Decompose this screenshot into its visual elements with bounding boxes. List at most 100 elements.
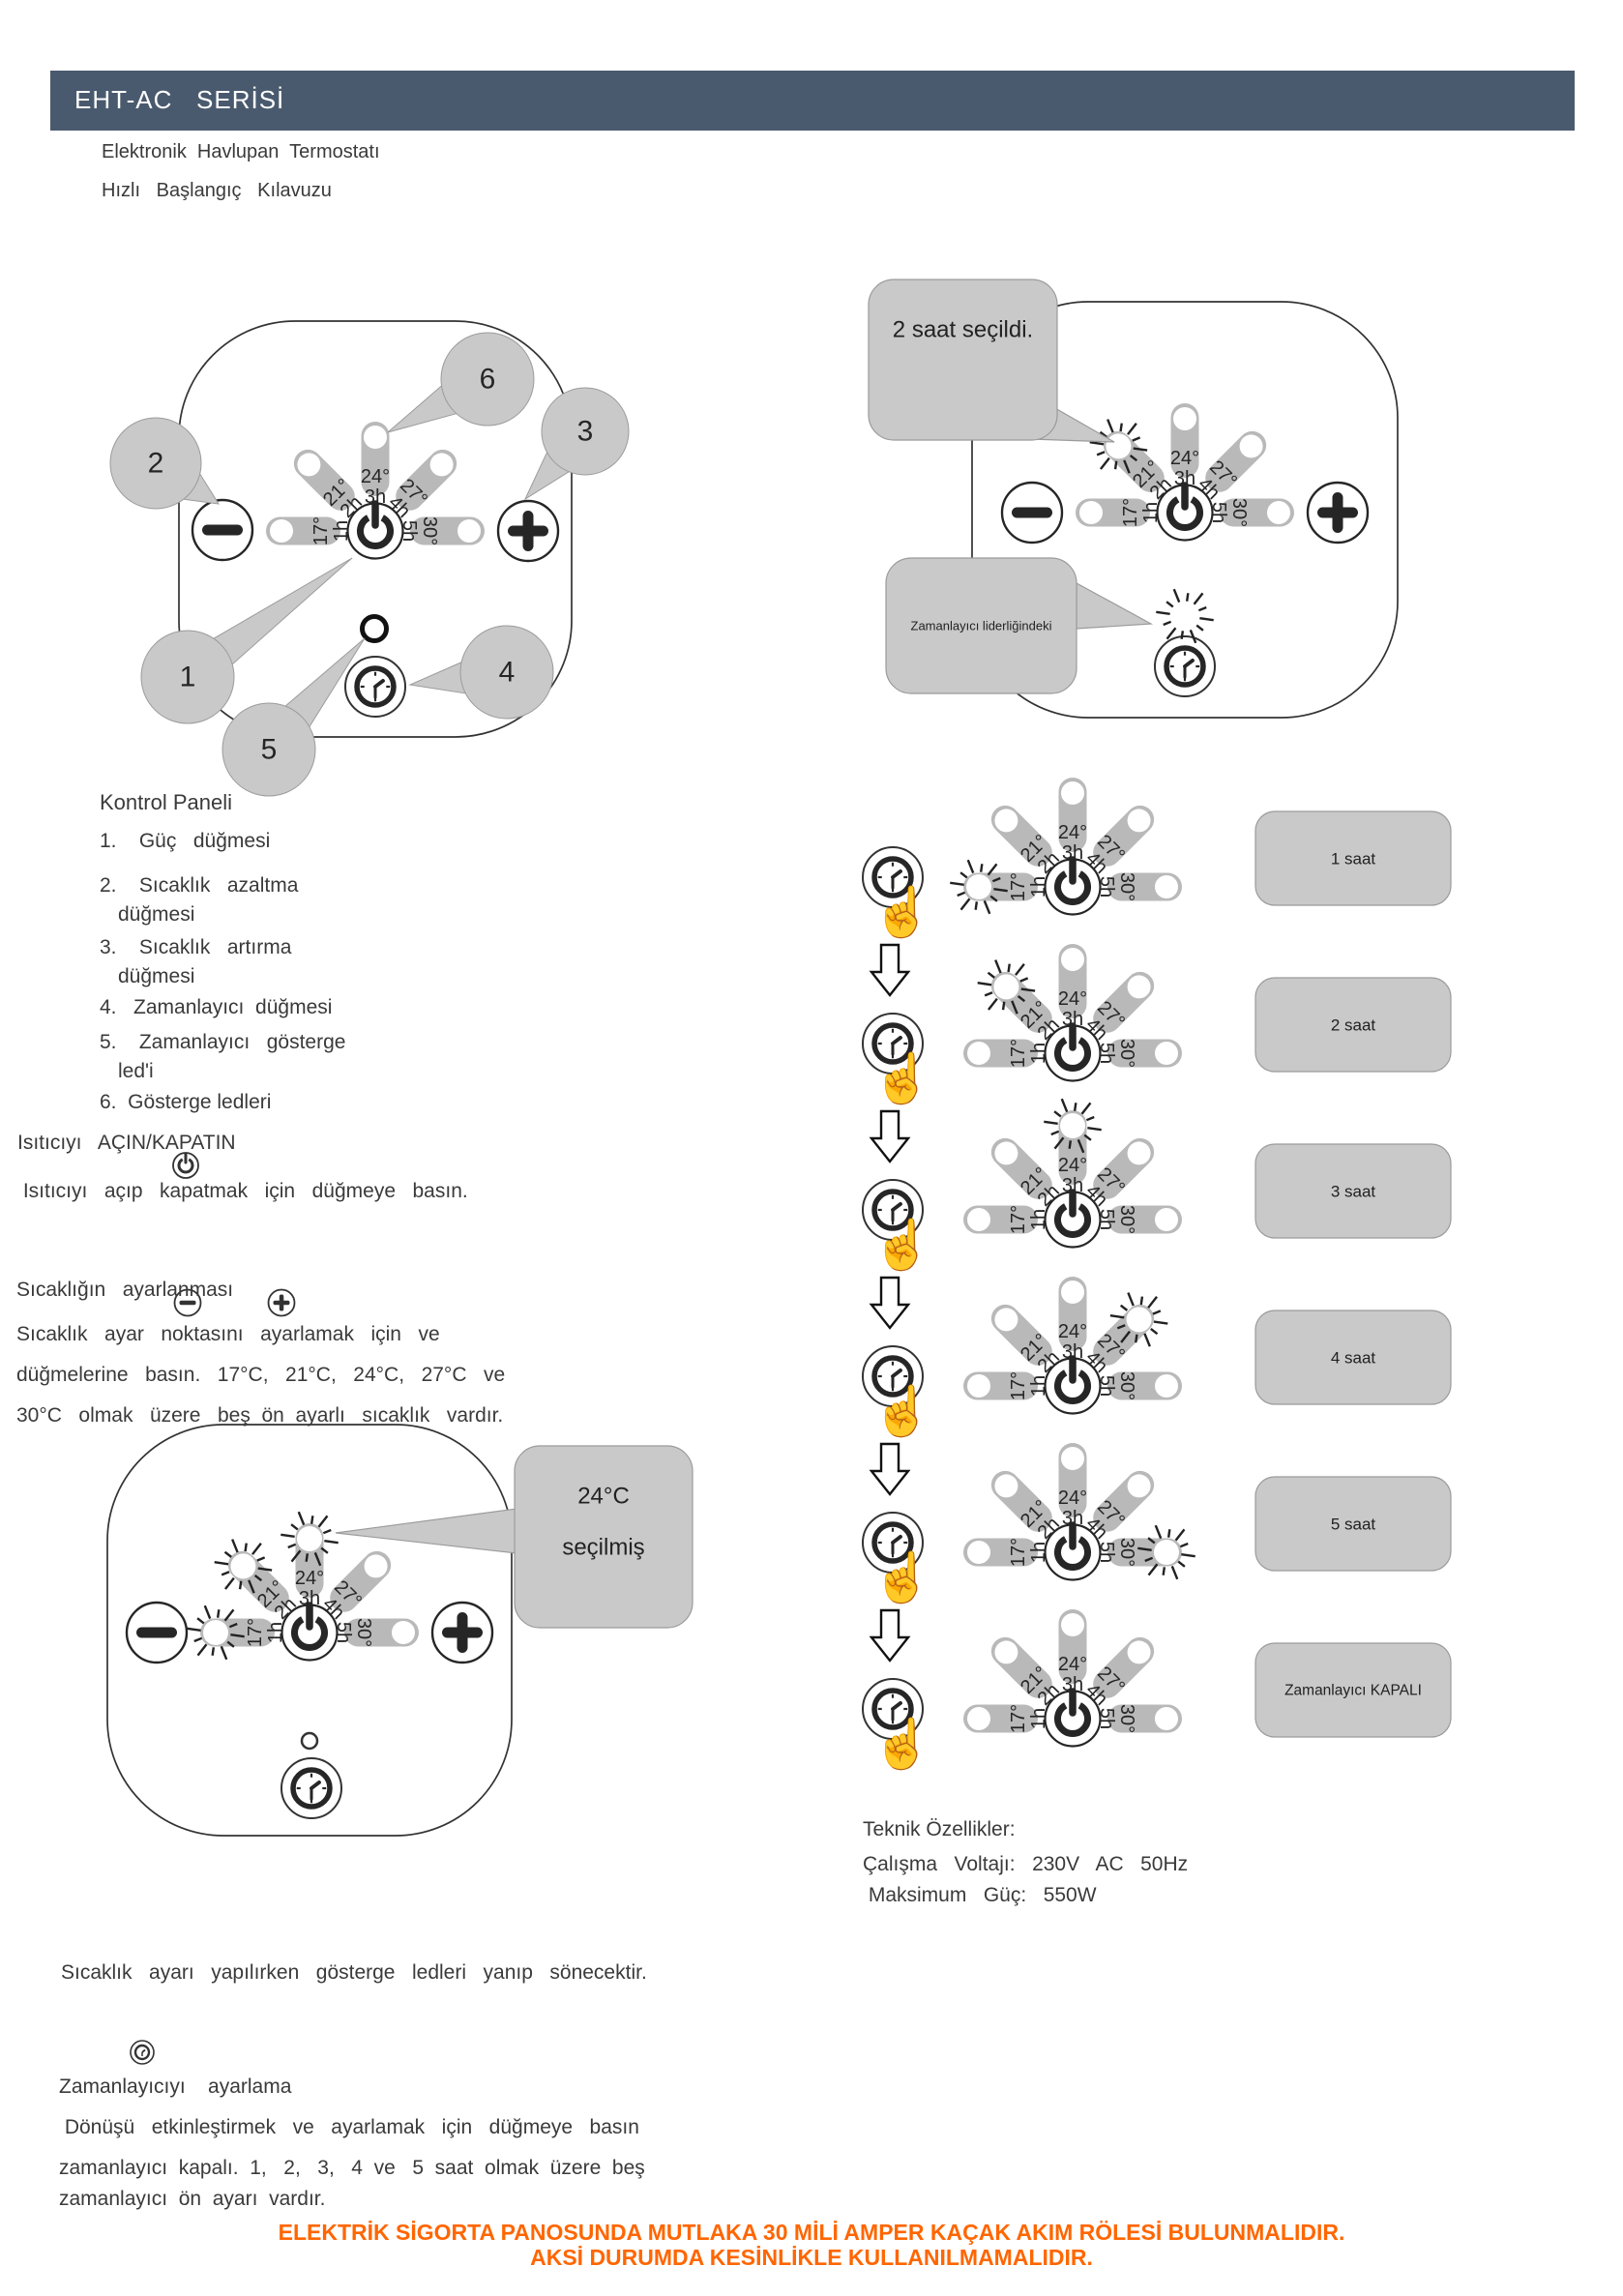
hand-cursor-icon: ☝ bbox=[872, 1715, 932, 1773]
svg-text:30°: 30° bbox=[1116, 1538, 1137, 1567]
led-dot bbox=[270, 519, 293, 543]
led-pill-24°3h: 24°3h bbox=[1058, 778, 1087, 864]
led-pill-30°5h: 30°5h bbox=[1096, 1205, 1182, 1234]
led-dot bbox=[364, 1554, 388, 1578]
flashing-led-burst bbox=[1156, 588, 1214, 644]
kontrol-item-6: 6. Gösterge ledleri bbox=[100, 1091, 272, 1113]
callout-2: 2 bbox=[109, 417, 220, 510]
svg-text:1: 1 bbox=[180, 662, 196, 693]
timer-title: Zamanlayıcıyı ayarlama bbox=[59, 2075, 292, 2098]
led-dot bbox=[1267, 501, 1290, 524]
clock-icon bbox=[871, 1022, 914, 1065]
led-pill-17°1h: 17°1h bbox=[1076, 498, 1162, 527]
led-pill-30°5h: 30°5h bbox=[1096, 1704, 1182, 1733]
svg-text:17°: 17° bbox=[1008, 1371, 1029, 1400]
down-arrow-icon bbox=[869, 1608, 911, 1663]
svg-text:17°: 17° bbox=[1008, 1704, 1029, 1733]
svg-text:24°: 24° bbox=[1058, 1155, 1087, 1176]
timer-button bbox=[280, 1757, 342, 1819]
svg-text:3h: 3h bbox=[299, 1588, 320, 1609]
led-pill-24°3h: 24°3h bbox=[1058, 1443, 1087, 1529]
hand-cursor-icon: ☝ bbox=[872, 883, 932, 941]
led-dot bbox=[1127, 1474, 1151, 1498]
led-dot bbox=[457, 519, 481, 543]
clock-icon bbox=[1164, 645, 1206, 688]
warning-line-1: ELEKTRİK SİGORTA PANOSUNDA MUTLAKA 30 Mİ… bbox=[278, 2220, 1345, 2245]
hand-cursor-icon: ☝ bbox=[872, 1548, 932, 1606]
power-button bbox=[1044, 1022, 1102, 1082]
led-dot bbox=[1239, 434, 1263, 458]
svg-text:1h: 1h bbox=[1028, 1375, 1049, 1397]
timer-button bbox=[344, 656, 406, 718]
kontrol-item-5: 5. Zamanlayıcı gösterge bbox=[100, 1031, 346, 1053]
plus-button bbox=[430, 1601, 494, 1664]
svg-text:2: 2 bbox=[148, 448, 164, 480]
kontrol-item-2: 2. Sıcaklık azaltma bbox=[100, 874, 299, 897]
svg-text:3h: 3h bbox=[1062, 1341, 1083, 1363]
svg-text:4: 4 bbox=[499, 657, 516, 689]
svg-text:30°: 30° bbox=[419, 516, 440, 545]
step-label-box bbox=[1254, 810, 1452, 906]
svg-text:3h: 3h bbox=[1174, 468, 1195, 489]
svg-text:1 saat: 1 saat bbox=[1331, 850, 1376, 868]
kontrol-item-2b: düğmesi bbox=[118, 903, 195, 926]
led-dot bbox=[297, 453, 321, 477]
svg-text:Zamanlayıcı liderliğindeki: Zamanlayıcı liderliğindeki bbox=[911, 619, 1052, 633]
svg-text:1h: 1h bbox=[265, 1622, 286, 1643]
kontrol-title: Kontrol Paneli bbox=[100, 790, 232, 814]
svg-text:17°: 17° bbox=[1008, 1205, 1029, 1234]
flashing-led-burst bbox=[1044, 1098, 1102, 1154]
kontrol-item-3: 3. Sıcaklık artırma bbox=[100, 936, 292, 958]
teknik-line2: Maksimum Güç: 550W bbox=[863, 1884, 1097, 1906]
svg-text:24°: 24° bbox=[1058, 988, 1087, 1010]
clock-icon bbox=[871, 1355, 914, 1398]
flashing-led-burst bbox=[280, 1511, 339, 1567]
svg-text:24°: 24° bbox=[295, 1568, 324, 1589]
timer-led bbox=[300, 1731, 319, 1751]
power-button bbox=[1044, 1355, 1102, 1415]
svg-text:5h: 5h bbox=[1096, 1375, 1117, 1397]
hand-cursor-icon: ☝ bbox=[872, 1049, 932, 1107]
svg-text:3h: 3h bbox=[1062, 1175, 1083, 1196]
svg-text:5h: 5h bbox=[398, 520, 420, 542]
subtitle-product: Elektronik Havlupan Termostatı bbox=[102, 141, 380, 162]
callout-6: 6 bbox=[387, 332, 535, 433]
svg-text:24°: 24° bbox=[1058, 822, 1087, 843]
led-dot bbox=[1061, 1613, 1084, 1636]
panel-outline bbox=[106, 1424, 513, 1837]
svg-text:3h: 3h bbox=[1062, 1674, 1083, 1695]
led-dot bbox=[1173, 407, 1196, 430]
led-dot bbox=[1061, 948, 1084, 971]
kontrol-item-5b: led'i bbox=[118, 1060, 154, 1082]
led-dot bbox=[1079, 501, 1103, 524]
svg-text:3 saat: 3 saat bbox=[1331, 1183, 1376, 1201]
svg-text:30°: 30° bbox=[1116, 1205, 1137, 1234]
step-label-box bbox=[1254, 1143, 1452, 1239]
led-dot bbox=[967, 1707, 990, 1730]
led-dot bbox=[967, 1208, 990, 1231]
svg-text:5h: 5h bbox=[1208, 502, 1229, 523]
clock-icon bbox=[871, 856, 914, 898]
led-pill-24°3h: 24°3h bbox=[1058, 944, 1087, 1030]
step-label-box bbox=[1254, 1310, 1452, 1405]
clock-icon bbox=[871, 1521, 914, 1564]
led-dot bbox=[994, 809, 1018, 833]
power-button bbox=[1156, 482, 1214, 542]
svg-text:2 saat seçildi.: 2 saat seçildi. bbox=[893, 317, 1033, 343]
step-label-box bbox=[1254, 977, 1452, 1073]
temp-line3: 30°C olmak üzere beş ön ayarlı sıcaklık … bbox=[16, 1404, 504, 1427]
led-pill-17°1h: 17°1h bbox=[266, 516, 352, 545]
clock-icon bbox=[290, 1767, 333, 1810]
led-dot bbox=[1127, 975, 1151, 999]
header-bar: EHT-AC SERİSİ bbox=[50, 71, 1575, 131]
svg-text:17°: 17° bbox=[310, 516, 332, 545]
callout-5: 5 bbox=[221, 637, 366, 797]
blink-note: Sıcaklık ayarı yapılırken gösterge ledle… bbox=[61, 1961, 647, 1984]
speech-bubble: 2 saat seçildi. bbox=[868, 279, 1115, 443]
svg-text:17°: 17° bbox=[245, 1618, 266, 1647]
